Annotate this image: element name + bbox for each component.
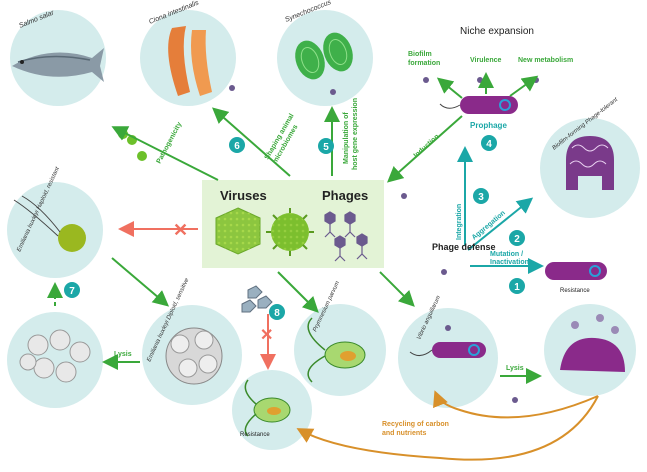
badge-8: 8 <box>269 304 285 320</box>
svg-text:3: 3 <box>478 192 484 203</box>
label-new-metabolism: New metabolism <box>518 57 573 64</box>
pathogen-virus-icons <box>118 129 147 161</box>
virus-cluster-8-icon <box>242 286 272 312</box>
svg-text:5: 5 <box>323 142 329 153</box>
label-integration: Integration <box>456 204 463 240</box>
svg-text:4: 4 <box>486 139 492 150</box>
niche-title: Niche expansion <box>460 26 534 37</box>
virus-sphere-icon <box>266 208 314 256</box>
svg-text:7: 7 <box>69 286 75 297</box>
phages-title: Phages <box>322 188 368 203</box>
badge-1: 1 <box>509 278 525 294</box>
resistance-cell-image <box>545 262 607 280</box>
label-mutation-1: Mutation / <box>490 251 523 258</box>
label-lysis-left: Lysis <box>114 351 132 358</box>
label-biofilm-1: Biofilm <box>408 51 432 58</box>
badge-7: 7 <box>64 282 80 298</box>
arrow-biofilm <box>440 80 462 98</box>
label-resistance-bottom: Resistance <box>240 432 270 438</box>
viruses-title: Viruses <box>220 188 267 203</box>
label-recycling-2: and nutrients <box>382 430 426 437</box>
block-x-8: ✕ <box>260 327 273 344</box>
prophage-cell-image <box>440 96 518 114</box>
badge-3: 3 <box>473 188 489 204</box>
label-recycling-1: Recycling of carbon <box>382 421 449 428</box>
block-x: ✕ <box>173 220 188 240</box>
label-aggregation: Aggregation <box>471 210 507 242</box>
virus-cube-icon <box>216 208 260 254</box>
svg-text:8: 8 <box>274 308 280 319</box>
badge-6: 6 <box>229 137 245 153</box>
badge-4: 4 <box>481 135 497 151</box>
label-manipulation-2: host gene expression <box>352 98 359 170</box>
label-pathogenicity: Pathogenicity <box>156 121 184 165</box>
haploid-circle <box>7 182 103 278</box>
label-virulence: Virulence <box>470 57 501 64</box>
label-prophage: Prophage <box>470 121 507 130</box>
label-biofilm-2: formation <box>408 60 440 67</box>
label-phage-defense: Phage defense <box>432 242 496 252</box>
arrow-new-metabolism <box>510 78 535 96</box>
badge-5: 5 <box>318 138 334 154</box>
svg-text:6: 6 <box>234 141 240 152</box>
label-induction: Induction <box>413 133 441 159</box>
synechococcus-circle <box>277 10 373 106</box>
badge-2: 2 <box>509 230 525 246</box>
arrow-to-vibrio <box>380 272 412 304</box>
svg-text:2: 2 <box>514 234 520 245</box>
label-manipulation-1: Manipulation of <box>343 112 350 164</box>
label-resistance-right: Resistance <box>560 288 590 294</box>
arrow-to-diploid <box>112 258 166 304</box>
label-lysis-right: Lysis <box>506 365 524 372</box>
svg-text:1: 1 <box>514 282 520 293</box>
label-mutation-2: Inactivation <box>490 259 529 266</box>
arrow-to-prymnesium <box>278 272 316 310</box>
diploid-cell-image <box>166 328 222 384</box>
